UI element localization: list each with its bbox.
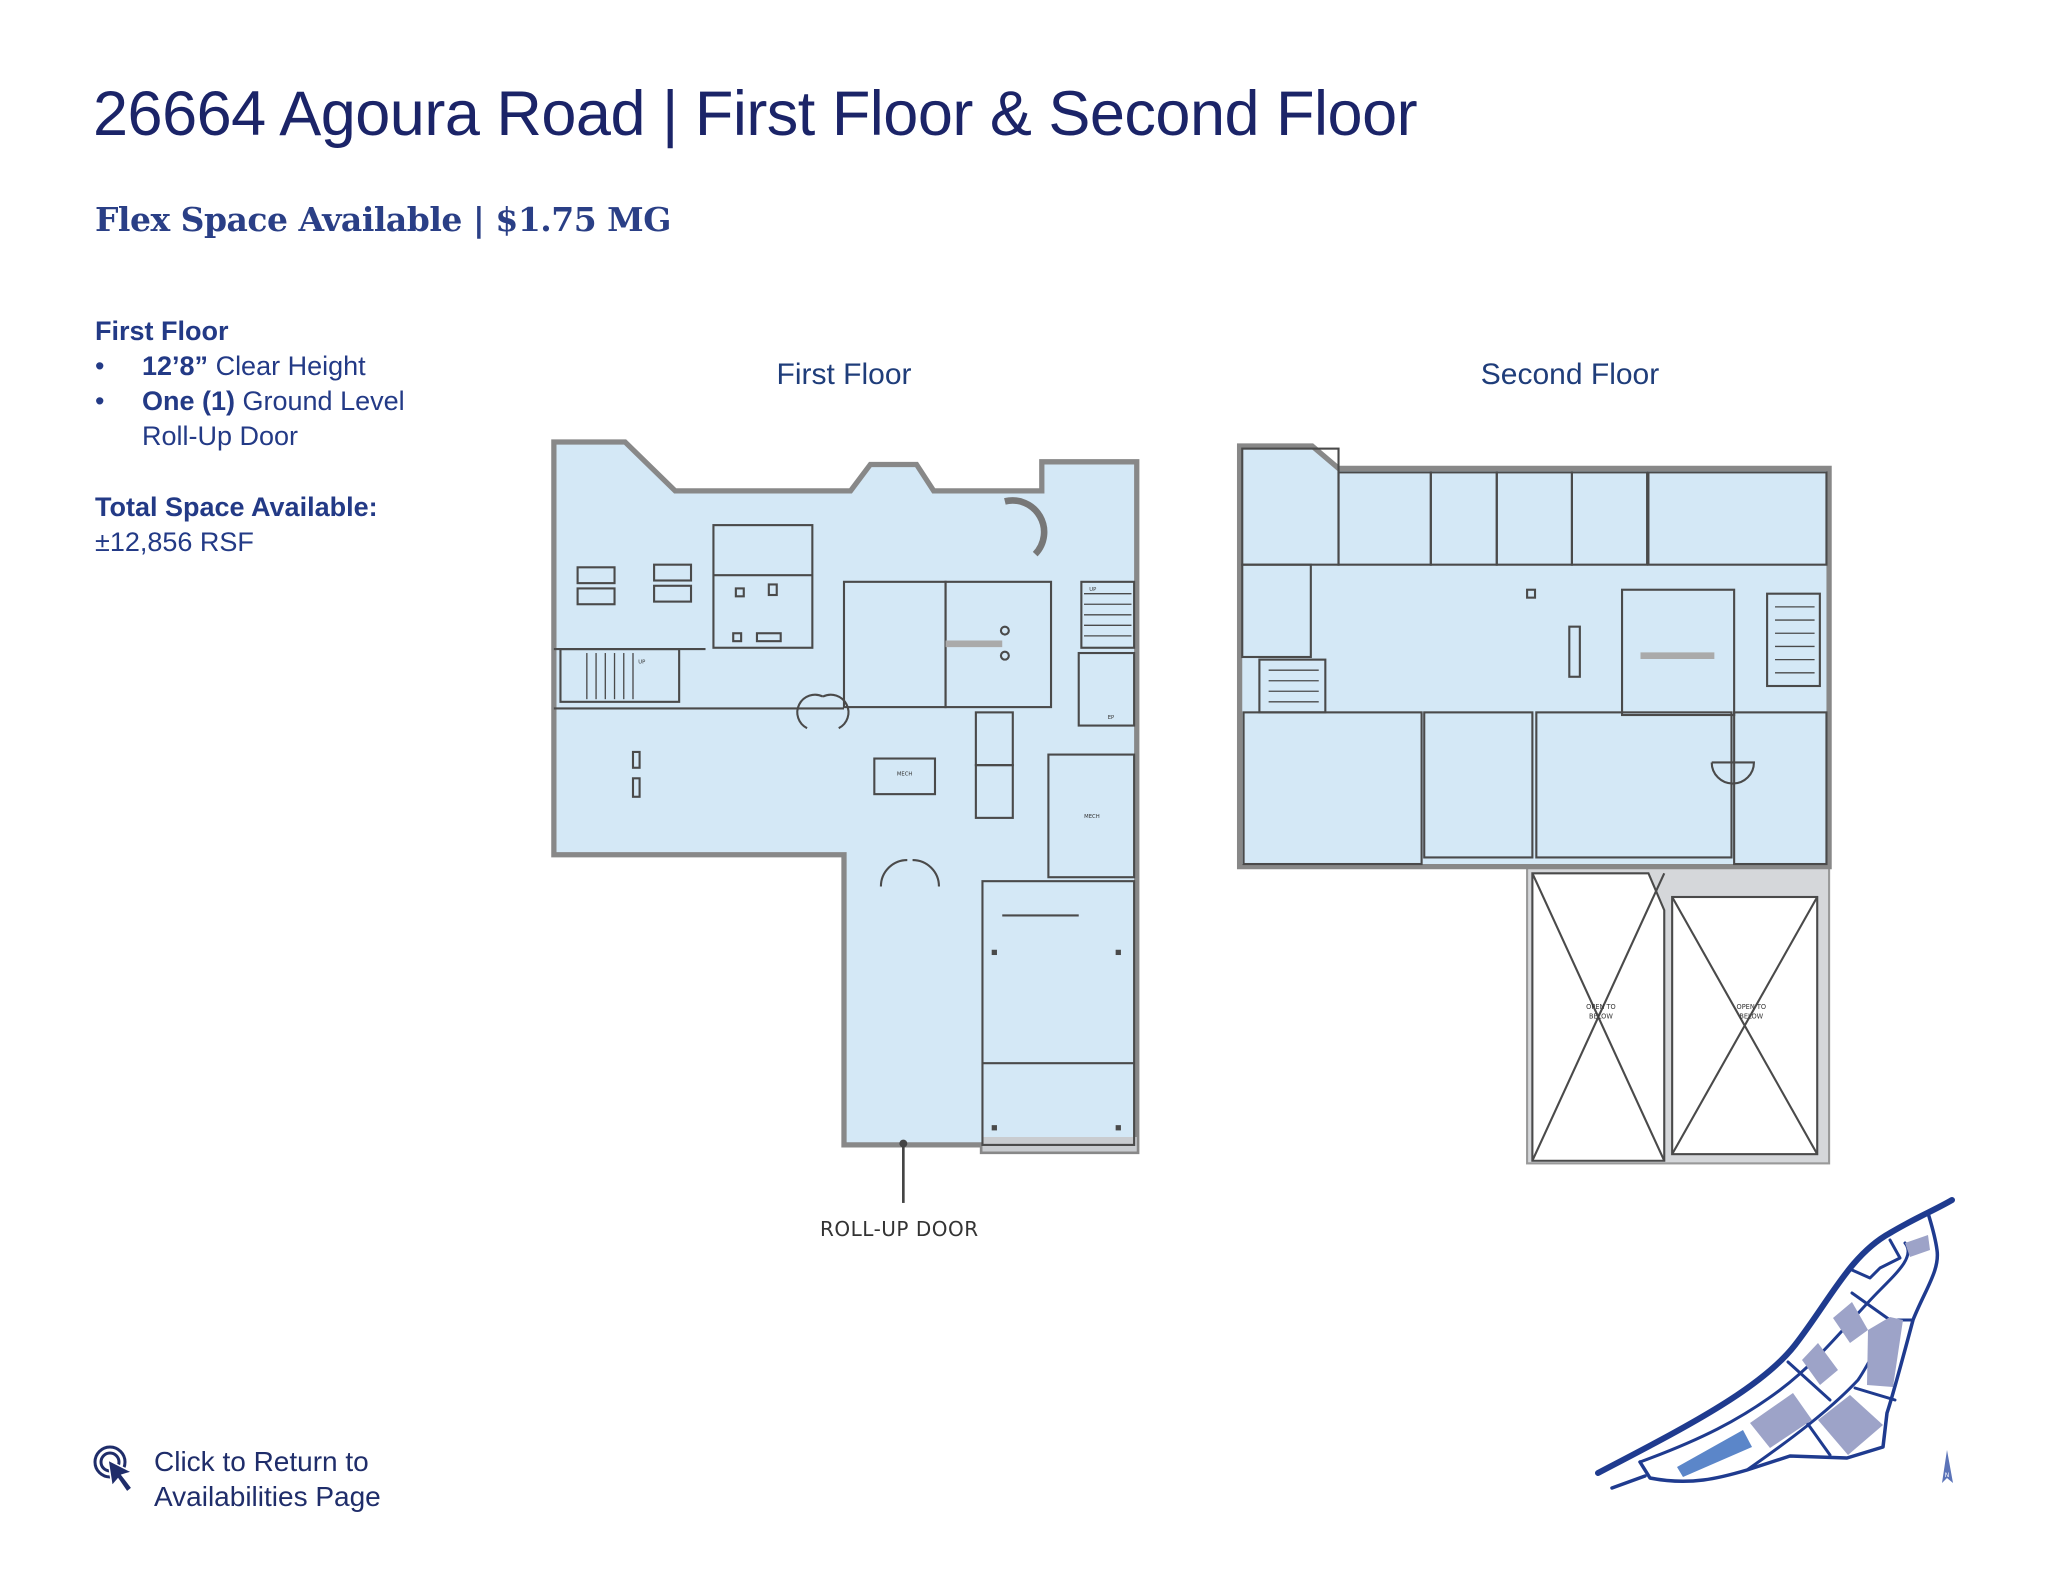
open-to-below-text: OPEN TO [1737, 1003, 1767, 1011]
feature-bold: 12’8” [142, 351, 209, 381]
cursor-click-icon [93, 1445, 135, 1494]
restroom [1620, 588, 1736, 717]
first-floor-label: First Floor [776, 358, 912, 391]
highlighted-building [1677, 1430, 1752, 1477]
stair [1080, 580, 1136, 649]
total-space-label: Total Space Available: [95, 492, 378, 522]
feature-bold: One (1) [142, 386, 236, 416]
main-road [1595, 1197, 1955, 1476]
return-link-line1: Click to Return to [154, 1446, 369, 1477]
feature-item: 12’8” Clear Height [95, 349, 422, 384]
roll-up-door-label: ROLL-UP DOOR [820, 1217, 979, 1241]
feature-text: Clear Height [208, 351, 366, 381]
total-space-value: ±12,856 RSF [95, 527, 254, 557]
return-to-availabilities-link[interactable]: Click to Return to Availabilities Page [92, 1444, 381, 1514]
feature-text: Ground Level Roll-Up Door [142, 386, 405, 451]
page-subtitle: Flex Space Available | $1.75 MG [95, 200, 671, 239]
mech-text: MECH [897, 772, 913, 778]
space-details: First Floor 12’8” Clear Height One (1) G… [95, 314, 422, 560]
second-floor-outline [1236, 443, 1832, 870]
second-floor-plan: OPEN TO BELOW OPEN TO BELOW [1236, 443, 1832, 1165]
stair [1766, 592, 1821, 688]
secondary-road [1610, 1474, 1647, 1490]
open-to-below-text: BELOW [1739, 1012, 1763, 1020]
stair [1258, 658, 1327, 714]
open-to-below-text: BELOW [1589, 1012, 1613, 1020]
second-floor-label: Second Floor [1480, 358, 1660, 391]
mech-room [873, 757, 937, 796]
room [712, 524, 814, 649]
return-link-text: Click to Return to Availabilities Page [154, 1444, 381, 1514]
building [1905, 1235, 1930, 1257]
feature-list: 12’8” Clear Height One (1) Ground Level … [95, 349, 422, 454]
return-link-line2: Availabilities Page [154, 1481, 381, 1512]
mech-room [1047, 753, 1136, 879]
up-text: UP [1089, 587, 1096, 593]
parcel-outline [1638, 1211, 1940, 1484]
building [1802, 1343, 1838, 1385]
north-label: N [1945, 1472, 1950, 1479]
building [1867, 1317, 1903, 1387]
building [1833, 1302, 1868, 1343]
open-to-below-text: OPEN TO [1586, 1003, 1616, 1011]
north-arrow-icon [1942, 1450, 1953, 1483]
warehouse-bay [981, 880, 1136, 1146]
details-heading: First Floor [95, 316, 229, 346]
up-text: UP [638, 660, 645, 666]
other-buildings [1750, 1235, 1930, 1455]
page-title: 26664 Agoura Road | First Floor & Second… [93, 79, 1418, 149]
mech-text: MECH [1084, 814, 1100, 820]
building [1750, 1393, 1812, 1448]
first-floor-plan: MECH MECH UP UP EP [551, 439, 1140, 1203]
ep-text: EP [1108, 715, 1115, 721]
first-floor-outline [551, 439, 1140, 1155]
building [1818, 1395, 1883, 1455]
feature-item: One (1) Ground Level Roll-Up Door [95, 384, 422, 454]
